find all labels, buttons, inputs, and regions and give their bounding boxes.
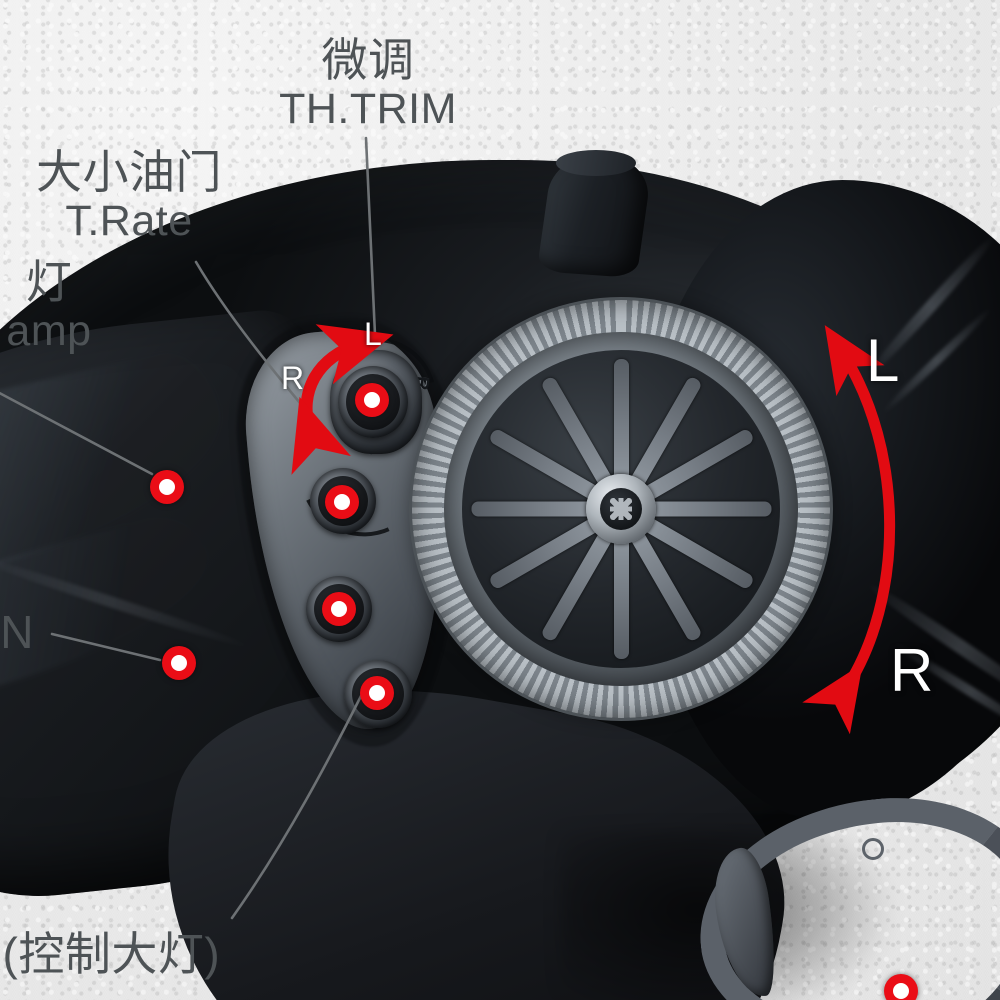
label-channel: 道(控制大灯) <box>0 928 221 980</box>
steering-right-label: R <box>890 637 934 704</box>
label-channel-cn: 道(控制大灯) <box>0 928 221 980</box>
callout-dot-button-3 <box>360 676 394 710</box>
wheel-spoke <box>613 509 629 659</box>
antenna-stub-cap <box>556 150 636 176</box>
label-throttle-trim: 微调 TH.TRIM <box>258 34 478 133</box>
trim-right-label: R <box>281 360 305 396</box>
label-lamp-en: amp <box>6 306 92 355</box>
label-throttle-rate-en: T.Rate <box>65 196 193 245</box>
callout-dot-power-on <box>162 646 196 680</box>
screw-head-icon <box>610 498 632 520</box>
label-throttle-trim-cn: 微调 <box>321 34 415 86</box>
label-throttle-rate: 大小油门 T.Rate <box>14 146 244 245</box>
label-power-on: ON <box>0 606 34 658</box>
label-lamp-cn: 灯 <box>25 256 73 308</box>
callout-dot-trigger <box>884 974 918 1000</box>
label-power-on-en: ON <box>0 606 34 658</box>
callout-dot-lamp <box>150 470 184 504</box>
label-lamp: 灯 amp <box>0 256 134 355</box>
label-throttle-rate-cn: 大小油门 <box>36 146 222 198</box>
trim-left-label: L <box>364 316 382 352</box>
trigger-pivot-screw <box>862 838 884 860</box>
label-throttle-trim-en: TH.TRIM <box>279 84 457 133</box>
callout-dot-button-1 <box>325 485 359 519</box>
steering-left-label: L <box>866 327 900 394</box>
callout-dot-button-2 <box>322 592 356 626</box>
callout-dot-trim <box>355 383 389 417</box>
